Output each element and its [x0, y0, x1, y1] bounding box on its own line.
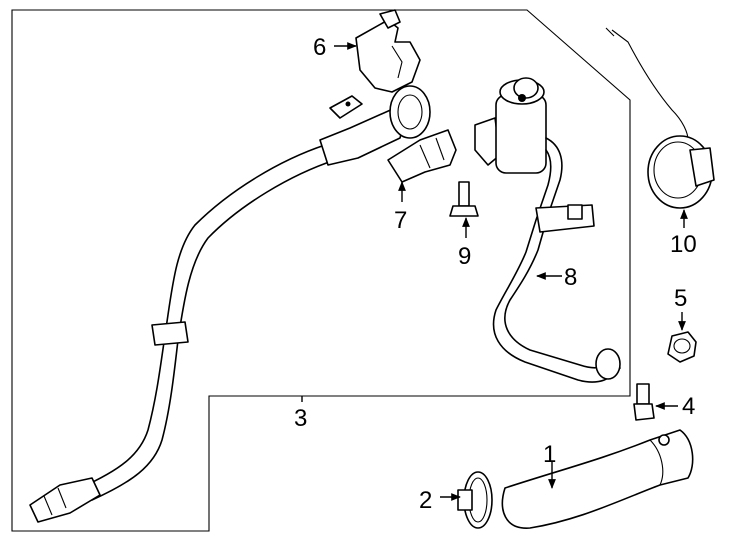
callout-9: 9	[458, 243, 471, 270]
callout-2: 2	[419, 487, 432, 514]
callout-6: 6	[313, 34, 326, 61]
filler-pipe-hose	[29, 85, 431, 523]
callout-7: 7	[394, 207, 407, 234]
part-1-hose	[501, 429, 694, 529]
vent-valve	[474, 77, 547, 174]
part-7-shield	[387, 129, 457, 183]
part-2-clamp	[457, 471, 493, 529]
assembly-3-boundary	[11, 9, 631, 532]
vent-hose	[492, 137, 621, 383]
part-9-bolt	[449, 181, 479, 217]
part-5-nut	[667, 331, 697, 363]
callout-1: 1	[543, 441, 556, 468]
part-10-fuel-cap	[605, 27, 715, 209]
callout-5: 5	[674, 285, 687, 312]
part-6-housing	[355, 9, 421, 93]
callout-4: 4	[682, 393, 695, 420]
part-4-bolt	[633, 383, 655, 421]
callout-8: 8	[564, 264, 577, 291]
callout-3: 3	[294, 405, 307, 432]
callout-10: 10	[670, 231, 697, 258]
